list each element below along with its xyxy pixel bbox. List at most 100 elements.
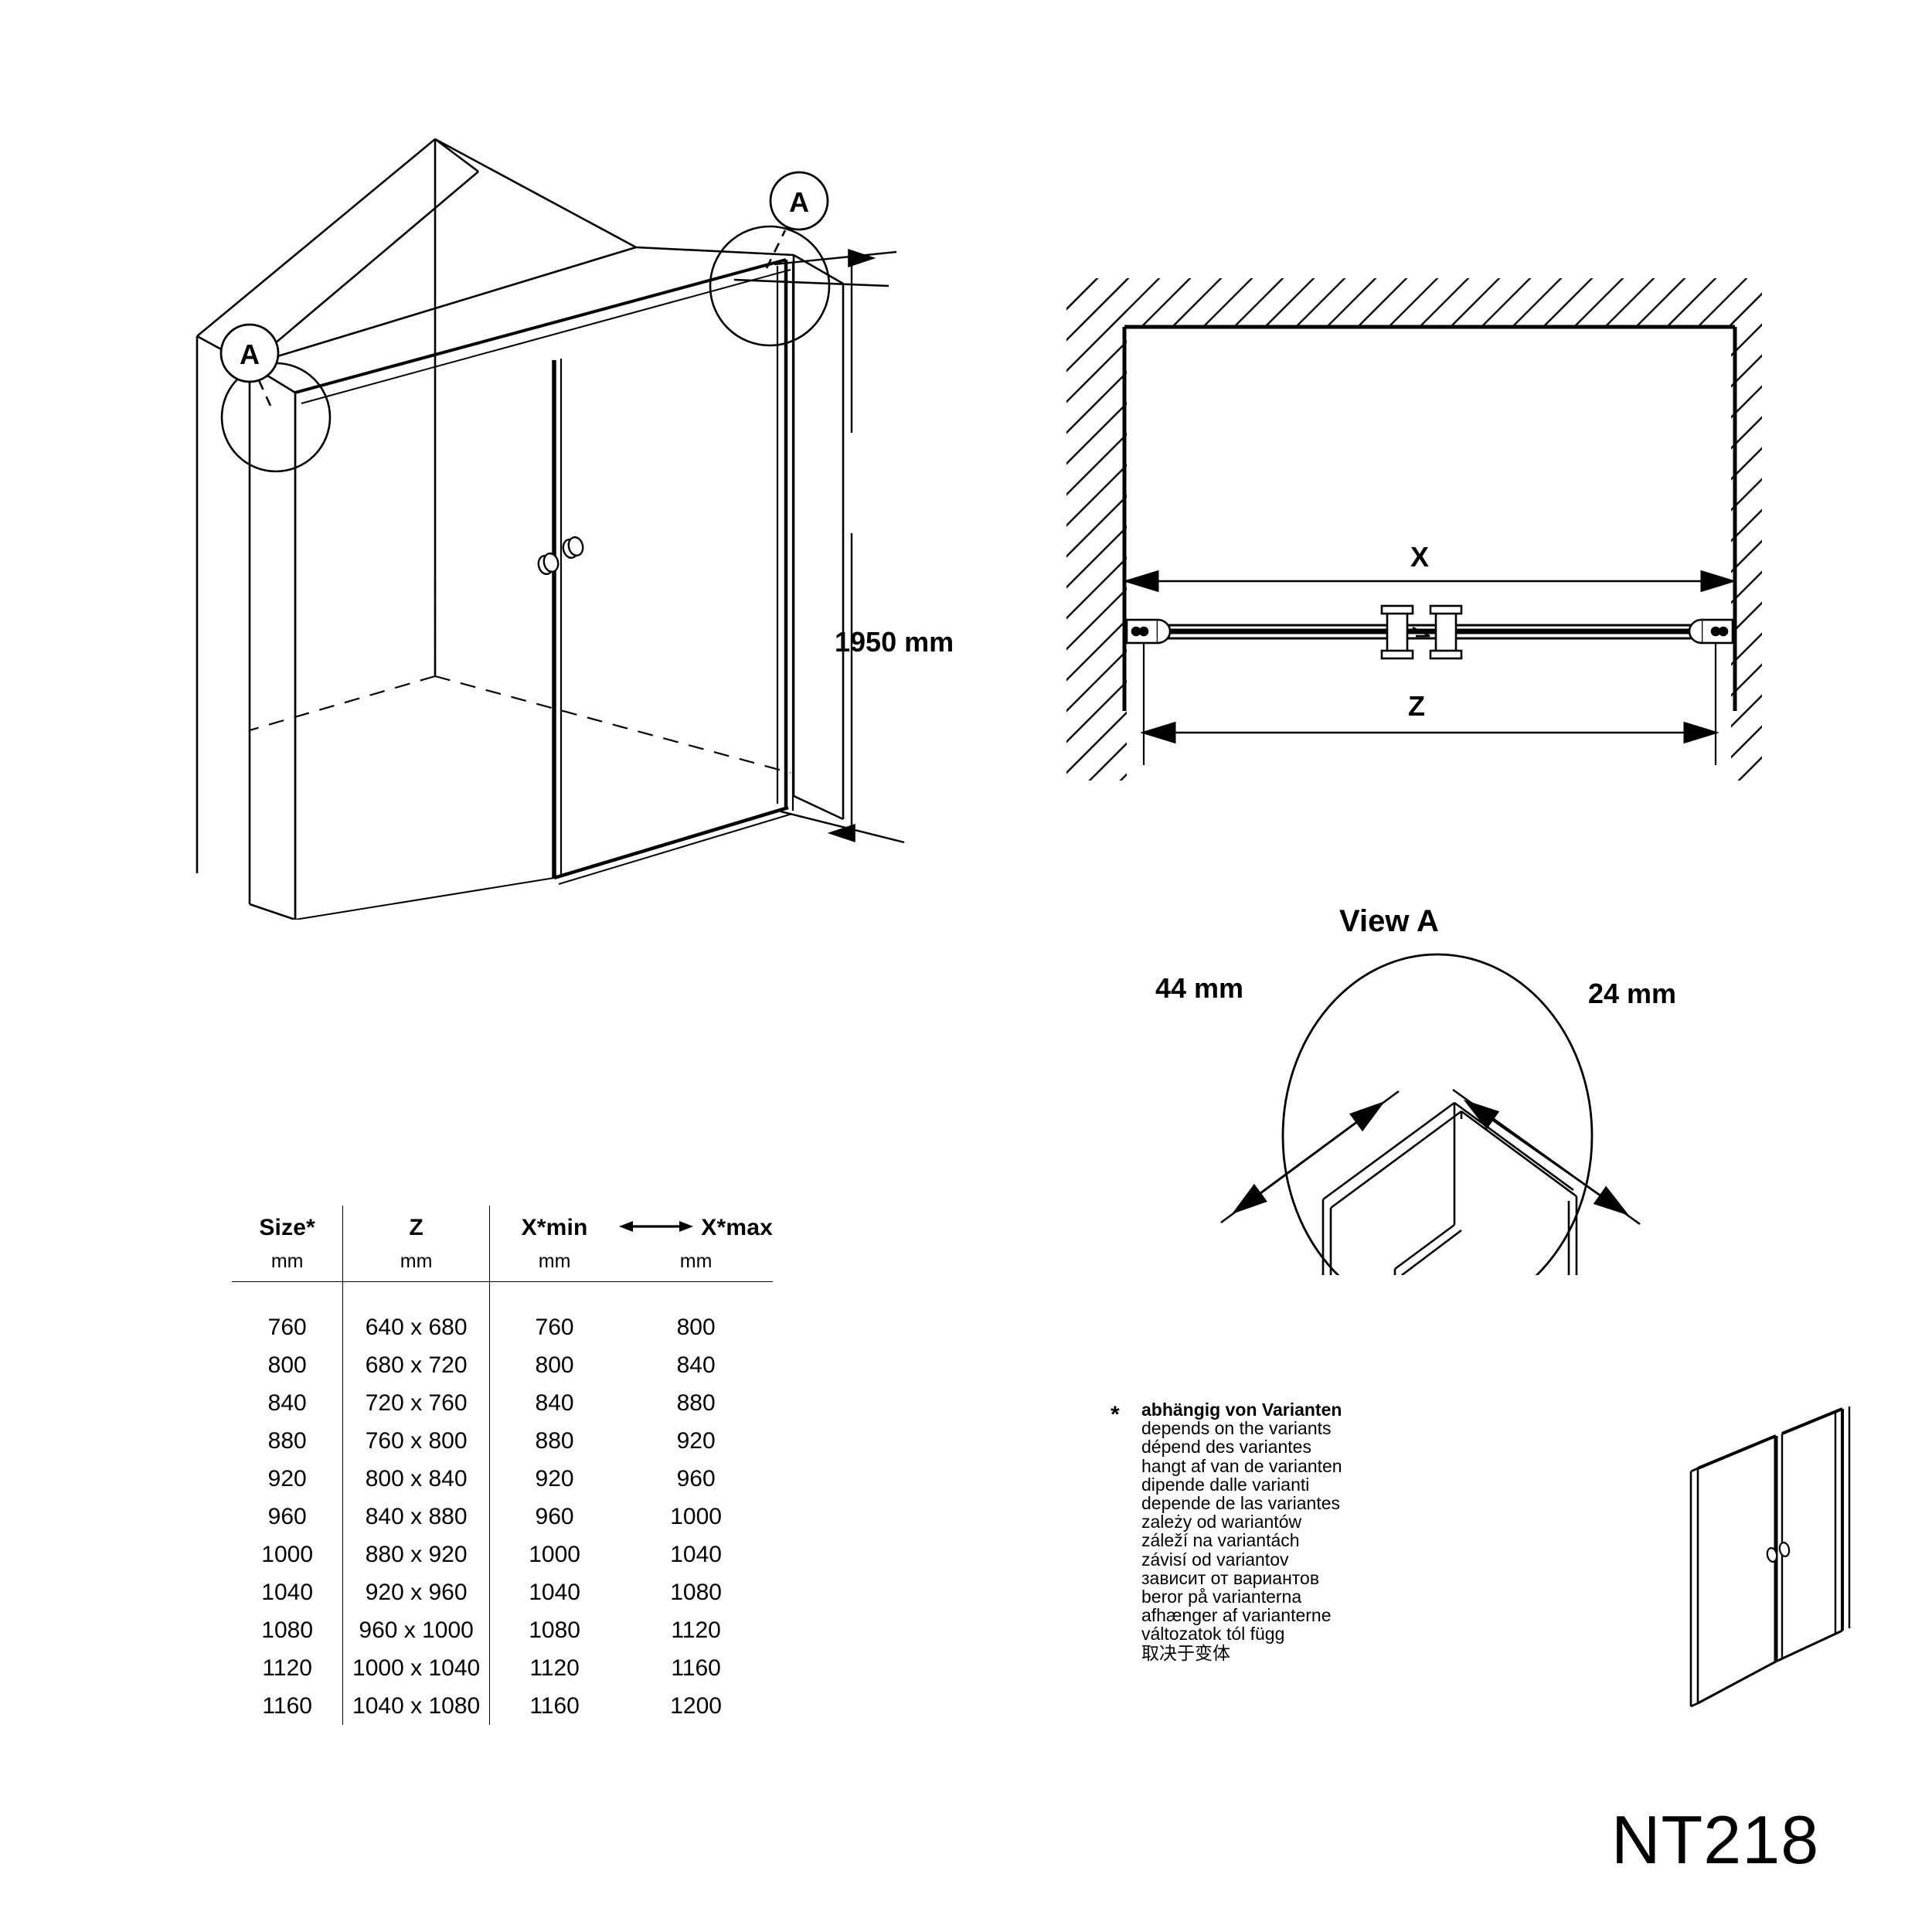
- table-cell: 840: [488, 1384, 620, 1422]
- size-specification-table: Size* Z X*min X*max: [232, 1206, 804, 1725]
- wall-hatch-left: [1066, 278, 1127, 781]
- footnote-line: 取决于变体: [1141, 1642, 1230, 1663]
- footnote-line: záleží na variantách: [1141, 1530, 1300, 1551]
- table-cell: 880: [676, 1389, 716, 1416]
- footnote-line: változatok tól függ: [1141, 1624, 1285, 1645]
- table-cell: 1080: [261, 1617, 314, 1643]
- thumbnail-knobs: [1766, 1542, 1791, 1563]
- footnote-line: afhænger af varianterne: [1141, 1605, 1332, 1626]
- table-header-row: Size* Z X*min X*max: [232, 1206, 773, 1241]
- arrow-left-right-icon: [619, 1221, 694, 1232]
- footnote-line: závisí od variantov: [1141, 1549, 1289, 1570]
- table-cell: 880 x 920: [342, 1536, 490, 1573]
- table-cell: 880: [267, 1427, 307, 1454]
- footnote-line: beror på varianterna: [1141, 1587, 1302, 1607]
- table-cell: 1000 x 1040: [342, 1649, 490, 1687]
- callout-a-top-label: A: [789, 186, 809, 218]
- table-cell: 1160: [671, 1655, 721, 1681]
- table-cell: 880: [488, 1422, 620, 1460]
- model-number: NT218: [1611, 1801, 1820, 1878]
- glass-track-assembly: [1127, 624, 1733, 640]
- wall-hatch-right: [1731, 292, 1762, 781]
- table-cell: 680 x 720: [342, 1346, 490, 1384]
- height-dimension-label: 1950 mm: [835, 626, 954, 658]
- table-cell: 800: [676, 1314, 716, 1340]
- table-cell: 1120: [488, 1649, 620, 1687]
- table-cell: 960: [488, 1498, 620, 1536]
- table-cell: 1160: [488, 1687, 620, 1725]
- header-size: Size*: [259, 1215, 316, 1240]
- footnote-line: зависит от вариантов: [1141, 1567, 1320, 1588]
- table-cell: 920 x 960: [342, 1573, 490, 1611]
- plan-x-label: X: [1410, 541, 1430, 573]
- center-knob-pair: [1380, 604, 1463, 660]
- footnote-line: dépend des variantes: [1141, 1437, 1311, 1458]
- unit-z: mm: [342, 1241, 490, 1282]
- unit-size: mm: [232, 1241, 343, 1282]
- table-cell: 920: [676, 1427, 716, 1454]
- callout-balloon-top: [769, 171, 829, 231]
- height-dimension: [774, 249, 905, 844]
- table-cell: 960: [676, 1465, 716, 1492]
- table-cell: 1200: [670, 1692, 722, 1719]
- dimension-z: [1139, 643, 1720, 765]
- header-z: Z: [342, 1206, 490, 1241]
- table-cell: 1120: [262, 1655, 312, 1681]
- callout-balloon-left: [219, 323, 280, 383]
- plan-view-drawing: [1066, 278, 1762, 781]
- footnote-asterisk: *: [1111, 1402, 1120, 1427]
- table-spacer-row: [232, 1281, 773, 1308]
- table-cell: 920: [488, 1460, 620, 1498]
- header-xmin: X*min: [488, 1206, 620, 1241]
- table-cell: 960 x 1000: [342, 1611, 490, 1649]
- table-cell: 760: [267, 1314, 307, 1340]
- callout-a-left-label: A: [240, 338, 260, 370]
- isometric-assembly-drawing: A A: [196, 138, 905, 920]
- table-cell: 1040: [261, 1579, 314, 1605]
- table-cell: 920: [267, 1465, 307, 1492]
- footnote-line: hangt af van de varianten: [1141, 1455, 1342, 1476]
- table-cell: 1040: [488, 1573, 620, 1611]
- door-handle-knobs: [537, 536, 584, 576]
- table-cell: 840: [267, 1389, 307, 1416]
- table-cell: 800: [488, 1346, 620, 1384]
- table-cell: 720 x 760: [342, 1384, 490, 1422]
- footnote-line: zależy od wariantów: [1141, 1512, 1302, 1532]
- product-thumbnail-isometric: [1689, 1406, 1851, 1708]
- unit-xmin: mm: [488, 1241, 620, 1282]
- detail-dimension-left-label: 44 mm: [1155, 972, 1244, 1004]
- table-cell: 1040: [670, 1541, 722, 1567]
- table-cell: 1080: [488, 1611, 620, 1649]
- detail-dimension-right-label: 24 mm: [1588, 978, 1677, 1009]
- unit-xmax: mm: [619, 1241, 773, 1282]
- table-cell: 640 x 680: [342, 1308, 490, 1346]
- plan-z-label: Z: [1408, 690, 1425, 722]
- wall-mount-profile: [1125, 618, 1734, 645]
- table-cell: 1000: [488, 1536, 620, 1573]
- header-xmax: X*max: [619, 1206, 773, 1241]
- footnote-line: abhängig von Varianten: [1141, 1400, 1342, 1420]
- header-xmax-label: X*max: [701, 1215, 773, 1240]
- table-cell: 1000: [261, 1541, 314, 1567]
- footnote-line: dipende dalle varianti: [1141, 1474, 1310, 1495]
- table-cell: 1160: [262, 1692, 312, 1719]
- table-cell: 840 x 880: [342, 1498, 490, 1536]
- table-cell: 760: [488, 1308, 620, 1346]
- dimension-44mm: [1220, 1090, 1400, 1224]
- view-a-title: View A: [1339, 904, 1439, 938]
- table-cell: 1040 x 1080: [342, 1687, 490, 1725]
